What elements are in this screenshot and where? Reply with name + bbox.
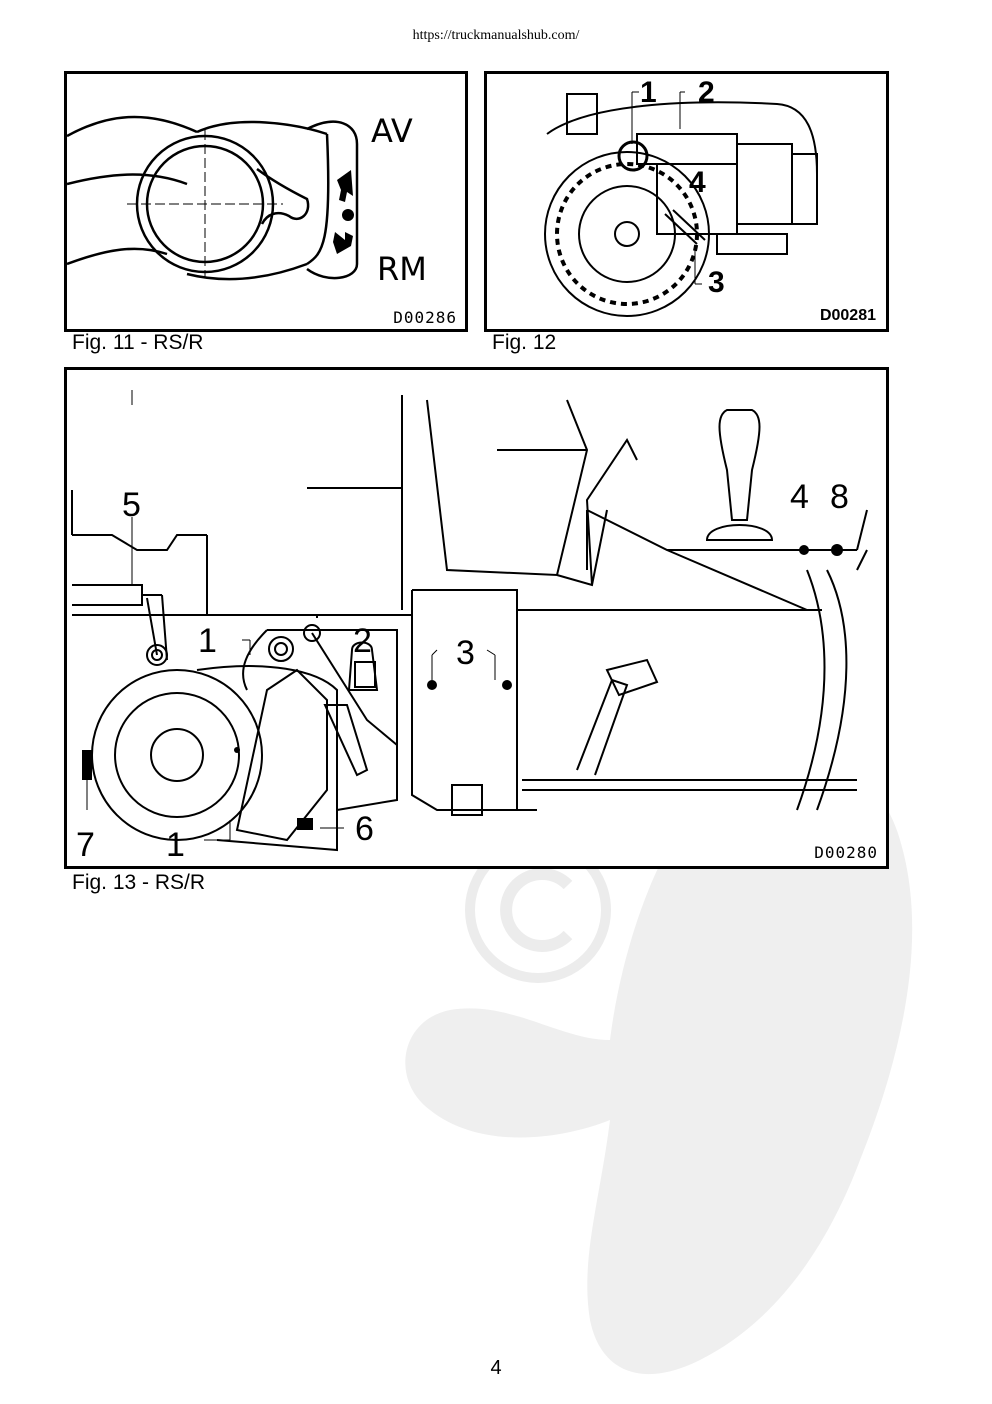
figure-code: D00286 [393,308,457,327]
callout-3: 3 [708,266,725,299]
callout-4: 4 [689,166,706,199]
callout-1-upper: 1 [198,622,217,660]
page-number: 4 [490,1357,502,1379]
lever-diagram [67,115,359,281]
forward-arrow-icon [337,170,353,202]
callout-1: 1 [640,76,657,109]
callout-8: 8 [830,478,849,516]
callout-2: 2 [353,622,372,660]
callout-2: 2 [698,76,715,109]
callout-4: 4 [790,478,809,516]
label-forward: AV [371,112,413,150]
neutral-dot-icon [342,209,354,221]
figure-12: 1 2 3 4 D00281 [484,71,889,332]
transmission-side-diagram [71,390,868,852]
figure-caption: Fig. 13 - RS/R [72,871,206,894]
figure-code: D00280 [814,843,878,862]
figure-code: D00281 [819,307,876,324]
figure-11: AV RM D00286 [64,71,468,332]
header-url: https://truckmanualshub.com/ [412,28,580,43]
figure-caption: Fig. 11 - RS/R [72,331,204,354]
figure-caption: Fig. 12 [492,331,557,354]
callout-6: 6 [355,810,374,848]
callout-1-lower: 1 [166,826,185,864]
figure-13: 1 1 2 3 4 5 6 7 8 D00280 [64,367,889,869]
callout-7: 7 [76,826,95,864]
callout-3: 3 [456,634,475,672]
callout-5: 5 [122,486,141,524]
tractor-front-diagram [544,91,818,317]
reverse-arrow-icon [333,232,353,254]
label-reverse: RM [377,250,427,288]
